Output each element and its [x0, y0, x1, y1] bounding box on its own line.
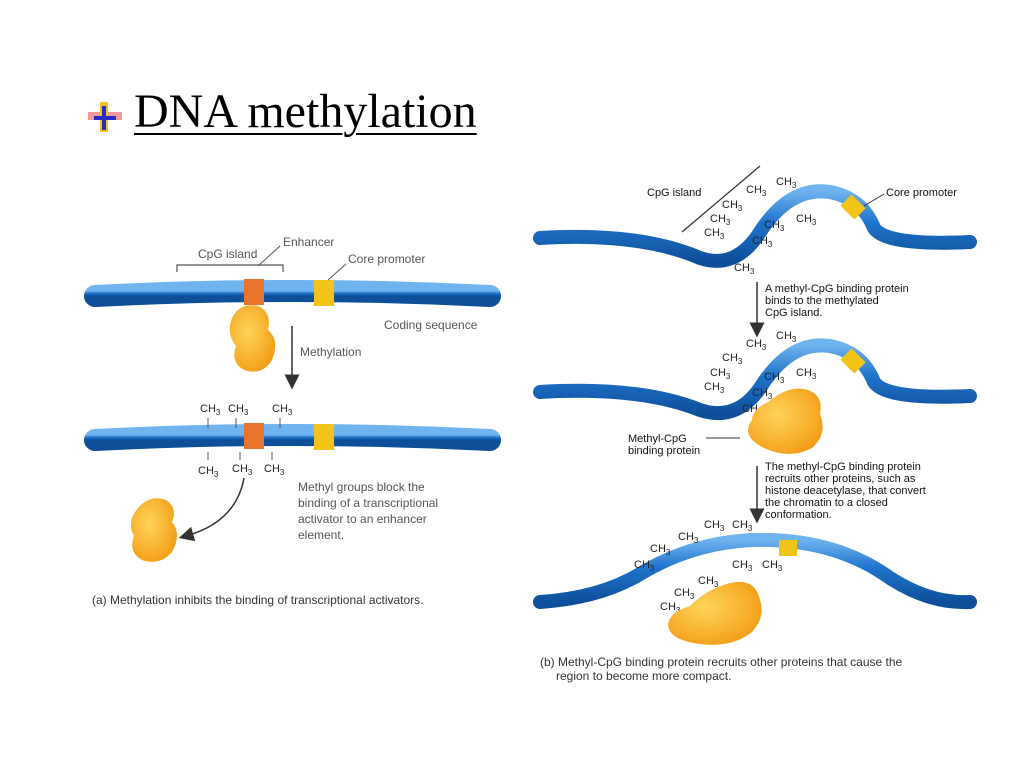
methyl-group: CH3	[228, 403, 249, 428]
svg-text:CH3: CH3	[776, 330, 797, 344]
coding-sequence-label-a: Coding sequence	[384, 318, 478, 332]
release-arrow	[178, 477, 245, 542]
methyl-groups-b1: CH3 CH3 CH3 CH3 CH3 CH3 CH3 CH3 CH3	[704, 176, 817, 276]
svg-text:CH3: CH3	[722, 199, 743, 213]
core-promoter-region-b1	[840, 194, 866, 220]
svg-text:CH3: CH3	[634, 559, 655, 573]
block-note-line4: element.	[298, 528, 344, 542]
svg-text:CH3: CH3	[232, 463, 253, 477]
methyl-cpg-binding-protein	[748, 388, 823, 454]
svg-text:CH3: CH3	[710, 213, 731, 227]
panel-b-caption-line1: (b) Methyl-CpG binding protein recruits …	[540, 655, 903, 669]
core-promoter-region-b2	[840, 348, 866, 374]
core-promoter-region-a2	[314, 424, 334, 450]
step2-line4: the chromatin to a closed	[765, 497, 888, 509]
dna-strand-a2	[84, 424, 501, 451]
svg-text:CH3: CH3	[746, 338, 767, 352]
svg-text:CH3: CH3	[752, 387, 773, 401]
mbp-label-line1: Methyl-CpG	[628, 433, 687, 445]
enhancer-label-a: Enhancer	[283, 235, 334, 249]
methylation-label: Methylation	[300, 345, 361, 359]
svg-text:CH3: CH3	[272, 403, 293, 417]
svg-text:CH3: CH3	[746, 184, 767, 198]
activator-protein-released	[130, 498, 177, 562]
methyl-groups-a-top: CH3 CH3 CH3	[200, 403, 293, 428]
cpg-island-label-b: CpG island	[647, 187, 701, 199]
methyl-group: CH3	[272, 403, 293, 428]
cpg-island-label-a: CpG island	[198, 247, 257, 261]
svg-text:CH3: CH3	[660, 601, 681, 615]
svg-text:CH3: CH3	[698, 575, 719, 589]
block-note-line1: Methyl groups block the	[298, 480, 425, 494]
svg-text:CH3: CH3	[722, 352, 743, 366]
svg-text:CH3: CH3	[198, 465, 219, 479]
methyl-group: CH3	[232, 452, 253, 477]
dna-strand-b3	[533, 532, 977, 610]
panel-a: CpG island Enhancer Core promoter Coding…	[84, 235, 501, 607]
svg-text:CH3: CH3	[674, 587, 695, 601]
panel-a-caption: (a) Methylation inhibits the binding of …	[92, 593, 424, 607]
svg-text:CH3: CH3	[764, 371, 785, 385]
core-promoter-label-a: Core promoter	[348, 252, 425, 266]
svg-text:CH3: CH3	[732, 519, 753, 533]
svg-text:CH3: CH3	[704, 519, 725, 533]
svg-text:CH3: CH3	[762, 559, 783, 573]
step1-line3: CpG island.	[765, 307, 822, 319]
methyl-group: CH3	[200, 403, 221, 428]
dna-strand-a1	[84, 280, 501, 307]
activator-protein-bound	[229, 305, 276, 372]
svg-text:CH3: CH3	[200, 403, 221, 417]
block-note-line3: activator to an enhancer	[298, 512, 427, 526]
step1-line1: A methyl-CpG binding protein	[765, 283, 909, 295]
svg-text:CH3: CH3	[228, 403, 249, 417]
svg-text:CH3: CH3	[732, 559, 753, 573]
step1-line2: binds to the methylated	[765, 295, 879, 307]
svg-text:CH3: CH3	[796, 213, 817, 227]
svg-text:CH3: CH3	[764, 219, 785, 233]
methyl-groups-a-bottom: CH3 CH3 CH3	[198, 452, 285, 479]
svg-text:CH3: CH3	[264, 463, 285, 477]
svg-text:CH3: CH3	[704, 381, 725, 395]
svg-text:CH3: CH3	[752, 235, 773, 249]
cpg-island-bracket-a	[176, 264, 284, 272]
enhancer-region-a1	[244, 279, 264, 305]
enhancer-region-a2	[244, 423, 264, 449]
methyl-group: CH3	[198, 452, 219, 479]
core-promoter-label-b: Core promoter	[886, 187, 957, 199]
panel-b: CpG island Core promoter CH3 CH3 CH3 CH3…	[533, 165, 977, 683]
step2-line2: recruits other proteins, such as	[765, 473, 916, 485]
svg-text:CH3: CH3	[776, 176, 797, 190]
recruited-protein-complex	[668, 581, 762, 645]
svg-text:CH3: CH3	[678, 531, 699, 545]
dna-strand-b1	[533, 184, 977, 268]
svg-text:CH3: CH3	[710, 367, 731, 381]
core-promoter-region-a1	[314, 280, 334, 306]
dna-strand-b2	[533, 338, 977, 421]
block-note-line2: binding of a transcriptional	[298, 496, 438, 510]
methyl-groups-b3: CH3 CH3 CH3 CH3 CH3 CH3 CH3 CH3 CH3 CH3	[634, 519, 783, 615]
bullet-icon	[88, 102, 122, 132]
svg-text:CH3: CH3	[796, 367, 817, 381]
step2-line5: conformation.	[765, 509, 832, 521]
step2-line1: The methyl-CpG binding protein	[765, 461, 921, 473]
mbp-label-line2: binding protein	[628, 445, 700, 457]
cpg-island-bracket-b	[681, 165, 761, 233]
methyl-group: CH3	[264, 452, 285, 477]
svg-text:CH3: CH3	[650, 543, 671, 557]
step2-line3: histone deacetylase, that convert	[765, 485, 926, 497]
svg-text:CH3: CH3	[704, 227, 725, 241]
svg-text:CH3: CH3	[734, 262, 755, 276]
panel-b-caption-line2: region to become more compact.	[556, 669, 731, 683]
slide-title: DNA methylation	[134, 85, 477, 138]
